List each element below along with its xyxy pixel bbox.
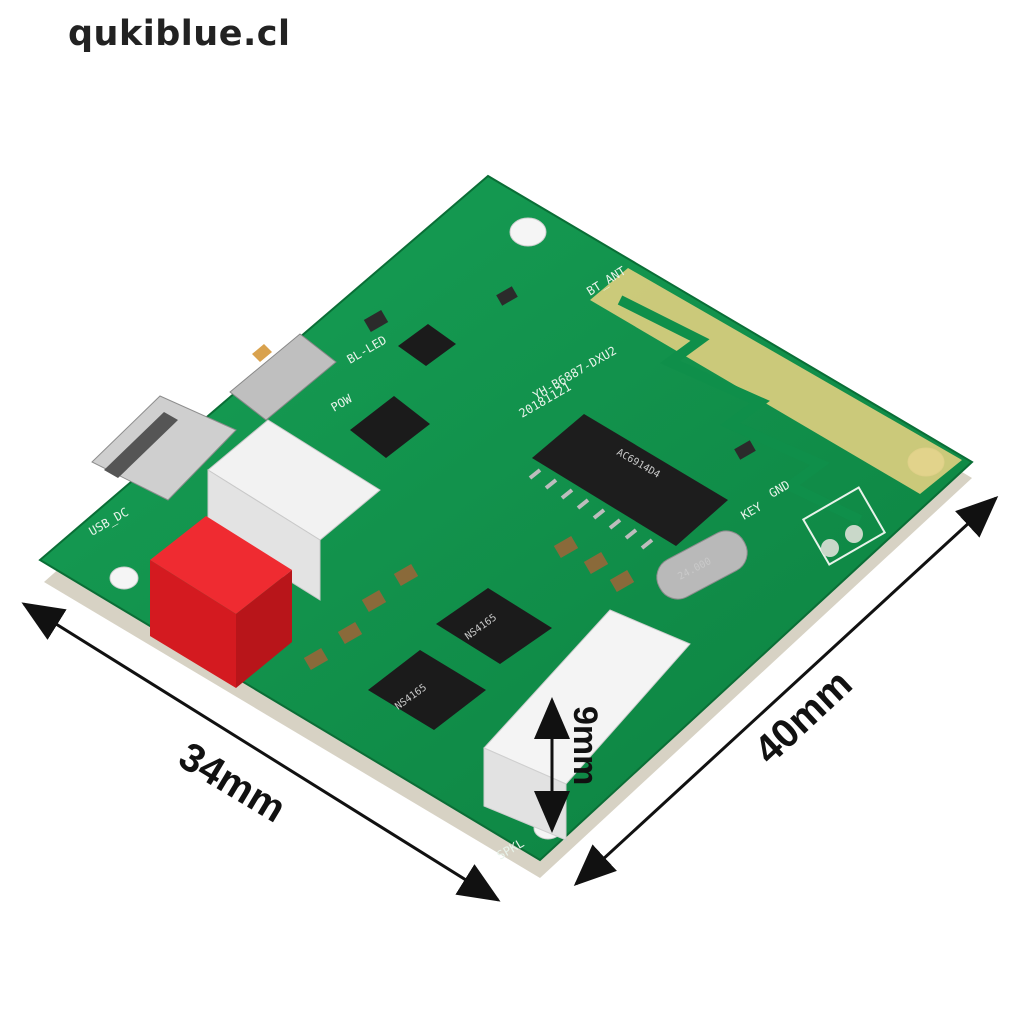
mounting-hole — [509, 217, 547, 247]
dim-34mm-label: 34mm — [171, 734, 293, 831]
dim-40mm-label: 40mm — [746, 662, 861, 773]
dimension-9mm: 9mm — [534, 697, 604, 833]
pad — [821, 539, 839, 557]
regulator — [350, 396, 430, 458]
mounting-hole — [109, 566, 139, 590]
watermark-text: qukiblue.cl — [68, 14, 291, 54]
dim-9mm-label: 9mm — [566, 706, 604, 785]
pad — [845, 525, 863, 543]
transistor — [398, 324, 456, 366]
bt-antenna — [590, 268, 962, 525]
slide-switch — [229, 333, 337, 421]
white-connector-top — [207, 419, 381, 601]
micro-usb-port — [91, 395, 237, 501]
